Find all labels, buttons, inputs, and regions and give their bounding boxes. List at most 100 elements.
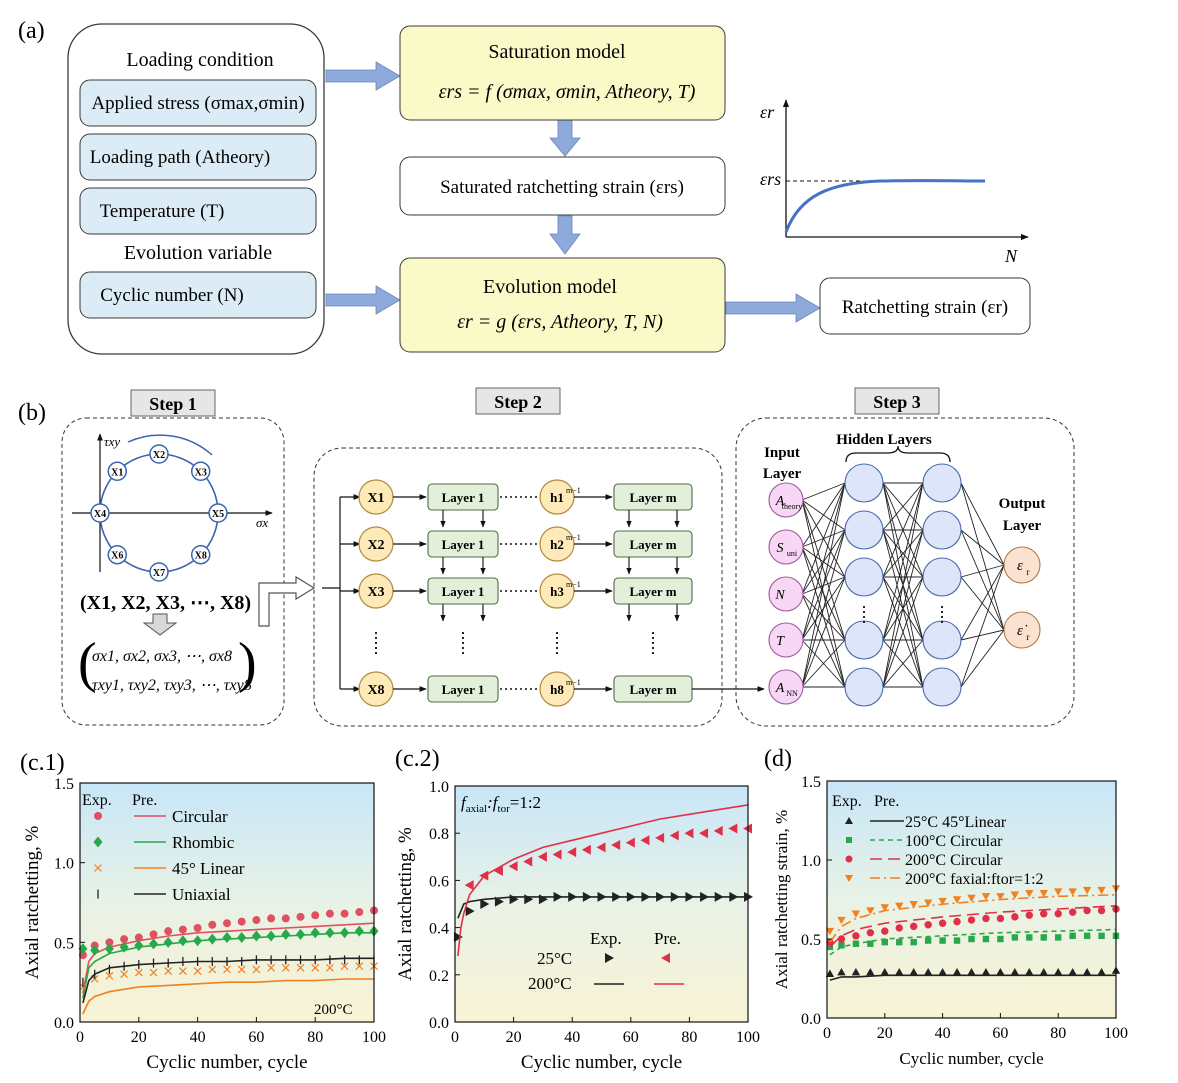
data-point [237, 917, 246, 926]
nn-connection [801, 499, 846, 641]
applied-stress-box [79, 79, 317, 127]
nn-output-node [1003, 546, 1041, 584]
data-point [1011, 913, 1019, 921]
x-tick-label: 20 [131, 1029, 147, 1046]
data-point [340, 909, 349, 918]
data-point [896, 938, 903, 946]
data-point [866, 907, 875, 915]
step3-label: Step 3 [873, 392, 921, 412]
data-point [311, 911, 320, 920]
evolution-variable-title: Evolution variable [124, 242, 272, 264]
data-point [997, 935, 1004, 943]
layer1-box [427, 483, 499, 511]
nn-connection [801, 593, 846, 641]
data-point [923, 899, 933, 907]
nn-connection [960, 576, 1005, 631]
rnn-input-label: X1 [367, 491, 384, 506]
data-point [509, 894, 519, 905]
data-point [605, 953, 614, 963]
prediction-line [829, 905, 1117, 948]
data-point [281, 914, 290, 923]
legend-label: 100°C Circular [905, 833, 1003, 850]
nn-connection [960, 564, 1005, 688]
panel-a-label: (a) [18, 18, 45, 44]
y-tick-label: 0.4 [429, 921, 449, 938]
arrow-to-output [725, 293, 821, 323]
data-point [178, 935, 188, 947]
x-tick-label: 0 [451, 1029, 459, 1046]
data-point [237, 932, 247, 944]
hidden-layers-brace [845, 445, 951, 463]
data-point [713, 825, 723, 836]
step1-badge [130, 389, 216, 417]
data-point [208, 920, 217, 929]
nn-hidden-node [844, 557, 884, 597]
nn-input-node [768, 622, 804, 658]
legend-header-exp: Exp. [832, 793, 862, 810]
data-point [494, 896, 504, 907]
data-point [251, 930, 261, 942]
data-point [867, 940, 874, 947]
layer1-box [427, 577, 499, 605]
data-point [909, 967, 918, 976]
circle-node-label: X6 [111, 551, 123, 562]
ratchetting-strain-text: Ratchetting strain (εr) [842, 297, 1008, 318]
nn-connection [882, 576, 924, 688]
legend-header-exp: Exp. [590, 929, 622, 948]
circle-node-label: X3 [195, 467, 207, 478]
data-point [94, 812, 102, 820]
vector-x: (X1, X2, X3, ⋯, X8) [80, 592, 251, 614]
data-point [880, 967, 889, 976]
loading-condition-title: Loading condition [126, 49, 273, 71]
layerm-label: Layer m [629, 682, 676, 697]
data-point [938, 897, 947, 906]
step2-container [313, 447, 723, 727]
data-point [538, 894, 548, 905]
data-point [281, 928, 291, 940]
nn-connection [882, 529, 924, 688]
data-point [340, 927, 350, 939]
nn-input-node [768, 529, 804, 565]
data-point [851, 910, 861, 918]
data-point [728, 823, 738, 834]
nn-hidden-node [922, 620, 962, 660]
data-point [479, 870, 489, 881]
data-point [105, 971, 114, 980]
data-point [325, 963, 334, 972]
data-point [661, 953, 670, 963]
x-tick-label: 0 [823, 1025, 831, 1042]
data-point [1039, 967, 1048, 976]
circle-node-2 [149, 444, 169, 464]
data-point [465, 906, 475, 917]
data-point [981, 967, 991, 976]
x-tick-label: 100 [362, 1029, 386, 1046]
x-axis-label: Cyclic number, cycle [146, 1052, 307, 1073]
data-point [837, 916, 846, 925]
data-point [953, 917, 961, 926]
sigma-axis-label: σx [256, 515, 268, 530]
data-point [537, 851, 547, 862]
x-tick-label: 20 [877, 1025, 893, 1042]
circle-node-6 [107, 544, 128, 565]
data-point [78, 951, 87, 960]
y-tick-label: 0.8 [429, 826, 449, 843]
y-tick-label: 1.5 [801, 774, 821, 791]
panel-b-label: (b) [18, 400, 46, 426]
x-tick-label: 80 [307, 1029, 323, 1046]
x-tick-label: 40 [935, 1025, 951, 1042]
data-point [597, 891, 607, 902]
data-point [493, 865, 503, 876]
data-point [1054, 910, 1062, 918]
data-point [1082, 886, 1092, 895]
layer1-box [427, 675, 499, 703]
nn-connection [960, 482, 1005, 631]
data-point [93, 836, 103, 848]
y-tick-label: 0.5 [54, 935, 74, 952]
nn-output-label: ε̇ [1017, 623, 1028, 639]
data-point [149, 930, 158, 939]
data-point [567, 847, 577, 858]
nn-hidden-node [844, 667, 884, 707]
nn-input-label: A [775, 494, 785, 509]
step2-badge [475, 387, 561, 415]
saturation-model-title: Saturation model [488, 41, 626, 63]
